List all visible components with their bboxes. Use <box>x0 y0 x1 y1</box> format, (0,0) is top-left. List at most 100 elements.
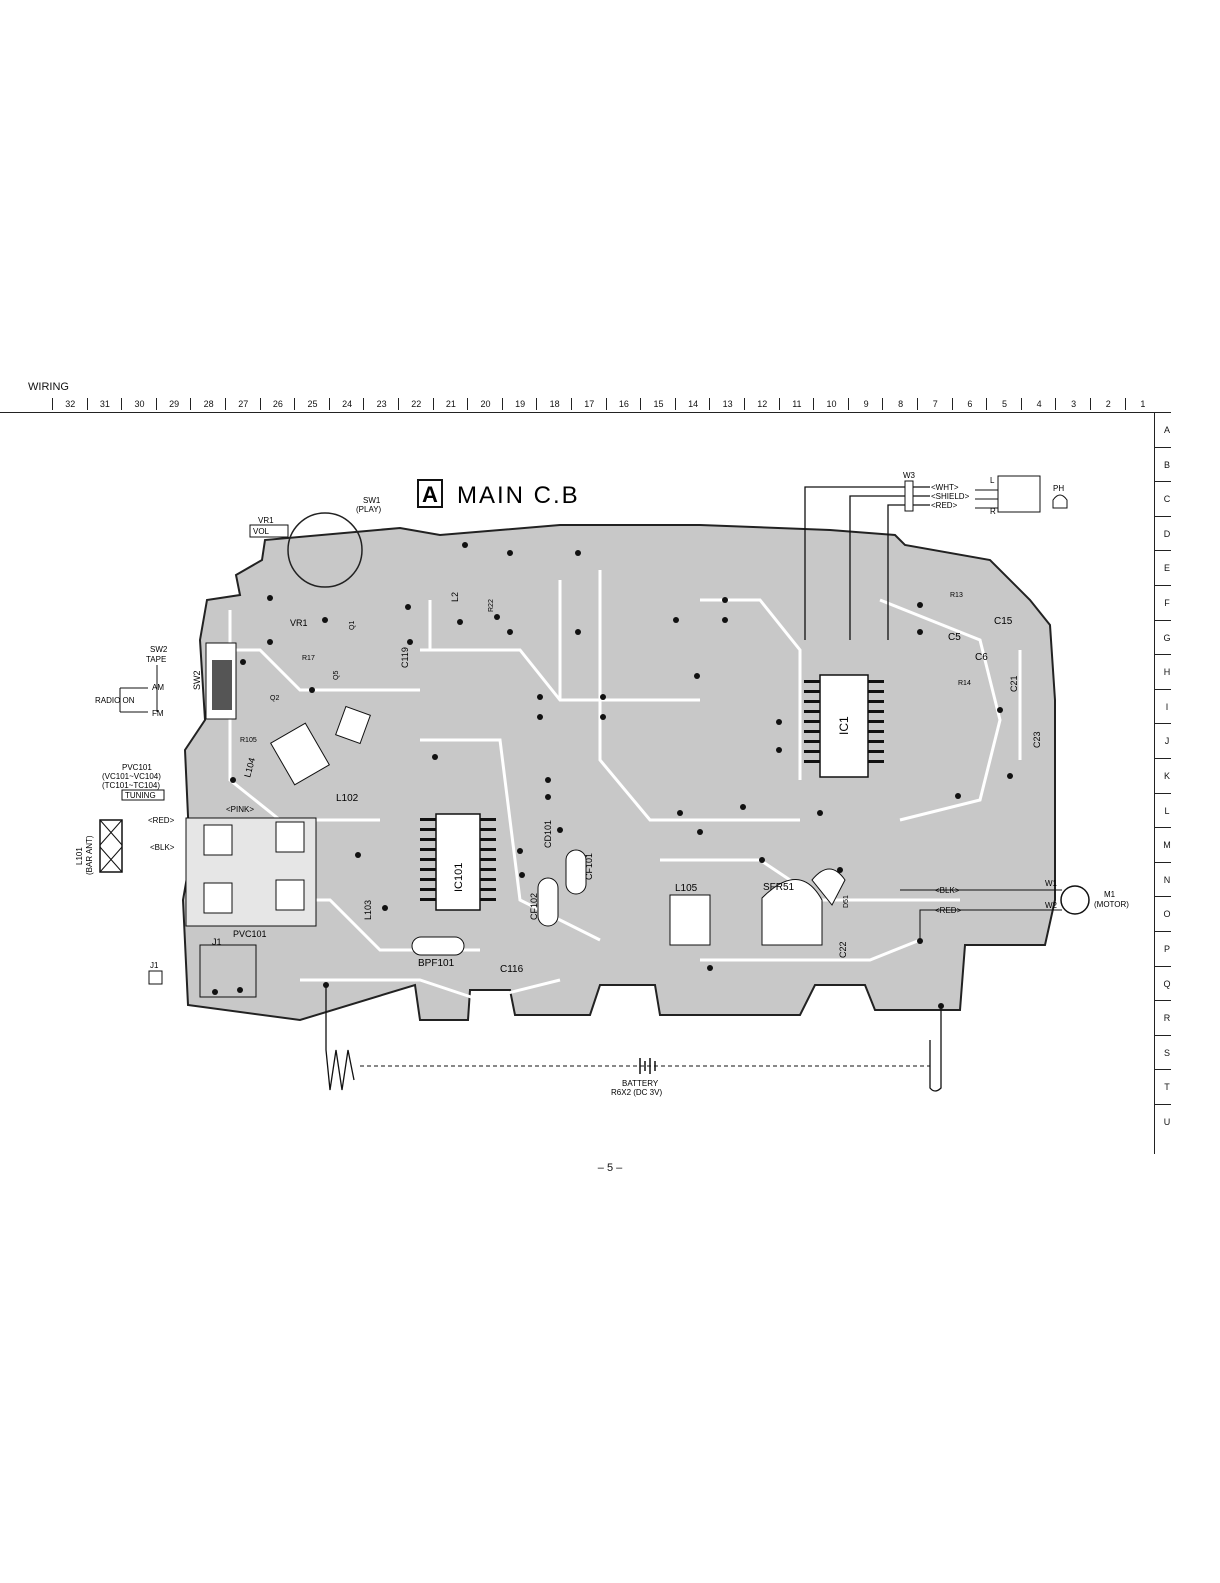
row-label: P <box>1163 944 1170 954</box>
column-label: 23 <box>363 398 399 410</box>
column-label: 10 <box>813 398 849 410</box>
l102-label: L102 <box>336 793 359 804</box>
ph-r-label: R <box>990 507 996 516</box>
l2-label: L2 <box>450 592 460 602</box>
l101-label: L101 <box>75 847 84 865</box>
q1-label: Q1 <box>349 621 356 630</box>
column-label: 12 <box>744 398 780 410</box>
row-label: U <box>1163 1117 1171 1127</box>
q5-label: Q5 <box>333 671 340 680</box>
battery-symbol-icon <box>639 1058 656 1074</box>
m1-label: M1 <box>1104 890 1116 899</box>
row-label: D <box>1163 528 1171 539</box>
column-label: 29 <box>155 398 192 410</box>
row-tick <box>1155 1034 1171 1036</box>
c22-label: C22 <box>838 941 848 958</box>
l105-label: L105 <box>675 883 698 894</box>
row-label: A <box>1163 425 1170 435</box>
sw2-board-label: SW2 <box>192 670 202 690</box>
c23-label: C23 <box>1032 731 1042 748</box>
row-label: E <box>1163 563 1170 574</box>
row-label: H <box>1163 667 1171 678</box>
w3-connector <box>904 480 914 512</box>
column-label: 13 <box>709 398 745 410</box>
board-letter: A <box>422 482 438 507</box>
red-wire-label-w3: <RED> <box>931 501 958 510</box>
r14-label: R14 <box>958 680 971 687</box>
ph-head-icon <box>1052 494 1068 509</box>
q2-label: Q2 <box>270 695 279 702</box>
c116-label: C116 <box>500 964 524 975</box>
row-label: B <box>1163 459 1170 470</box>
l101-coil <box>99 819 123 873</box>
column-label: 15 <box>640 398 676 410</box>
row-tick <box>1155 619 1171 621</box>
sw2-inner <box>212 660 232 710</box>
column-label: 16 <box>605 398 642 410</box>
sw1-sub-label: (PLAY) <box>356 505 382 514</box>
tc103 <box>275 879 305 911</box>
column-label: 5 <box>986 398 1022 410</box>
j1-label: J1 <box>150 961 159 970</box>
red-wire-label-left: <RED> <box>148 816 175 825</box>
motor-label: (MOTOR) <box>1094 900 1129 909</box>
row-label: L <box>1164 805 1170 816</box>
c21-label: C21 <box>1009 675 1019 692</box>
sw2-label: SW2 <box>150 645 168 654</box>
row-tick <box>1155 654 1171 656</box>
red-wire-label-motor: <RED> <box>935 906 962 915</box>
row-label: Q <box>1163 978 1171 989</box>
ic1-pins <box>804 680 884 763</box>
row-tick <box>1155 688 1171 690</box>
tc101 <box>203 824 233 856</box>
ph-connector-wires <box>975 489 1000 509</box>
row-tick <box>1155 1104 1171 1105</box>
vr1-label: VR1 <box>258 516 274 525</box>
cd101-label: CD101 <box>543 820 553 848</box>
column-label: 25 <box>294 398 330 410</box>
column-label: 14 <box>674 398 711 410</box>
motor-wires <box>900 889 1062 941</box>
l104-component <box>269 722 331 786</box>
row-label: K <box>1163 771 1170 781</box>
column-label: 30 <box>121 398 157 410</box>
ic101-label: IC101 <box>453 863 465 892</box>
row-label: S <box>1163 1047 1170 1058</box>
page-number: – 5 – <box>597 1162 623 1174</box>
row-tick <box>1155 481 1171 483</box>
j1-board-label: J1 <box>212 937 222 947</box>
tuning-box <box>121 789 165 801</box>
column-label: 3 <box>1055 398 1091 410</box>
tuning-label: TUNING <box>125 791 156 800</box>
pvc101-line2: (TC101~TC104) <box>102 781 160 790</box>
column-label: 24 <box>328 398 365 410</box>
r22-label: R22 <box>488 599 495 612</box>
cf101-component <box>565 849 587 895</box>
ph-label: PH <box>1053 484 1064 493</box>
r13-label: R13 <box>950 592 963 599</box>
c15-label: C15 <box>994 616 1013 627</box>
j1-component <box>199 944 257 998</box>
column-label: 11 <box>778 398 815 410</box>
row-label: M <box>1163 840 1171 851</box>
ic101-pins <box>420 818 496 901</box>
row-label: C <box>1163 494 1171 505</box>
row-label: I <box>1165 701 1169 712</box>
r105-label: R105 <box>240 737 257 744</box>
column-label: 32 <box>52 398 88 410</box>
ic1-chip <box>819 674 869 778</box>
row-tick <box>1155 446 1171 448</box>
pink-wire-label: <PINK> <box>226 805 254 814</box>
ic101-chip <box>435 813 481 911</box>
column-label: 21 <box>432 398 469 410</box>
w1-label: W1 <box>1045 879 1058 888</box>
battery-label: BATTERY <box>622 1079 659 1088</box>
l101-sub-label: (BAR ANT) <box>85 835 94 875</box>
column-label: 18 <box>536 398 572 410</box>
sw1-component <box>335 705 371 745</box>
sw2-tape-label: TAPE <box>146 655 166 664</box>
cf102-label: CF102 <box>529 893 539 920</box>
row-tick <box>1155 412 1171 413</box>
wht-wire-label: <WHT> <box>931 483 959 492</box>
